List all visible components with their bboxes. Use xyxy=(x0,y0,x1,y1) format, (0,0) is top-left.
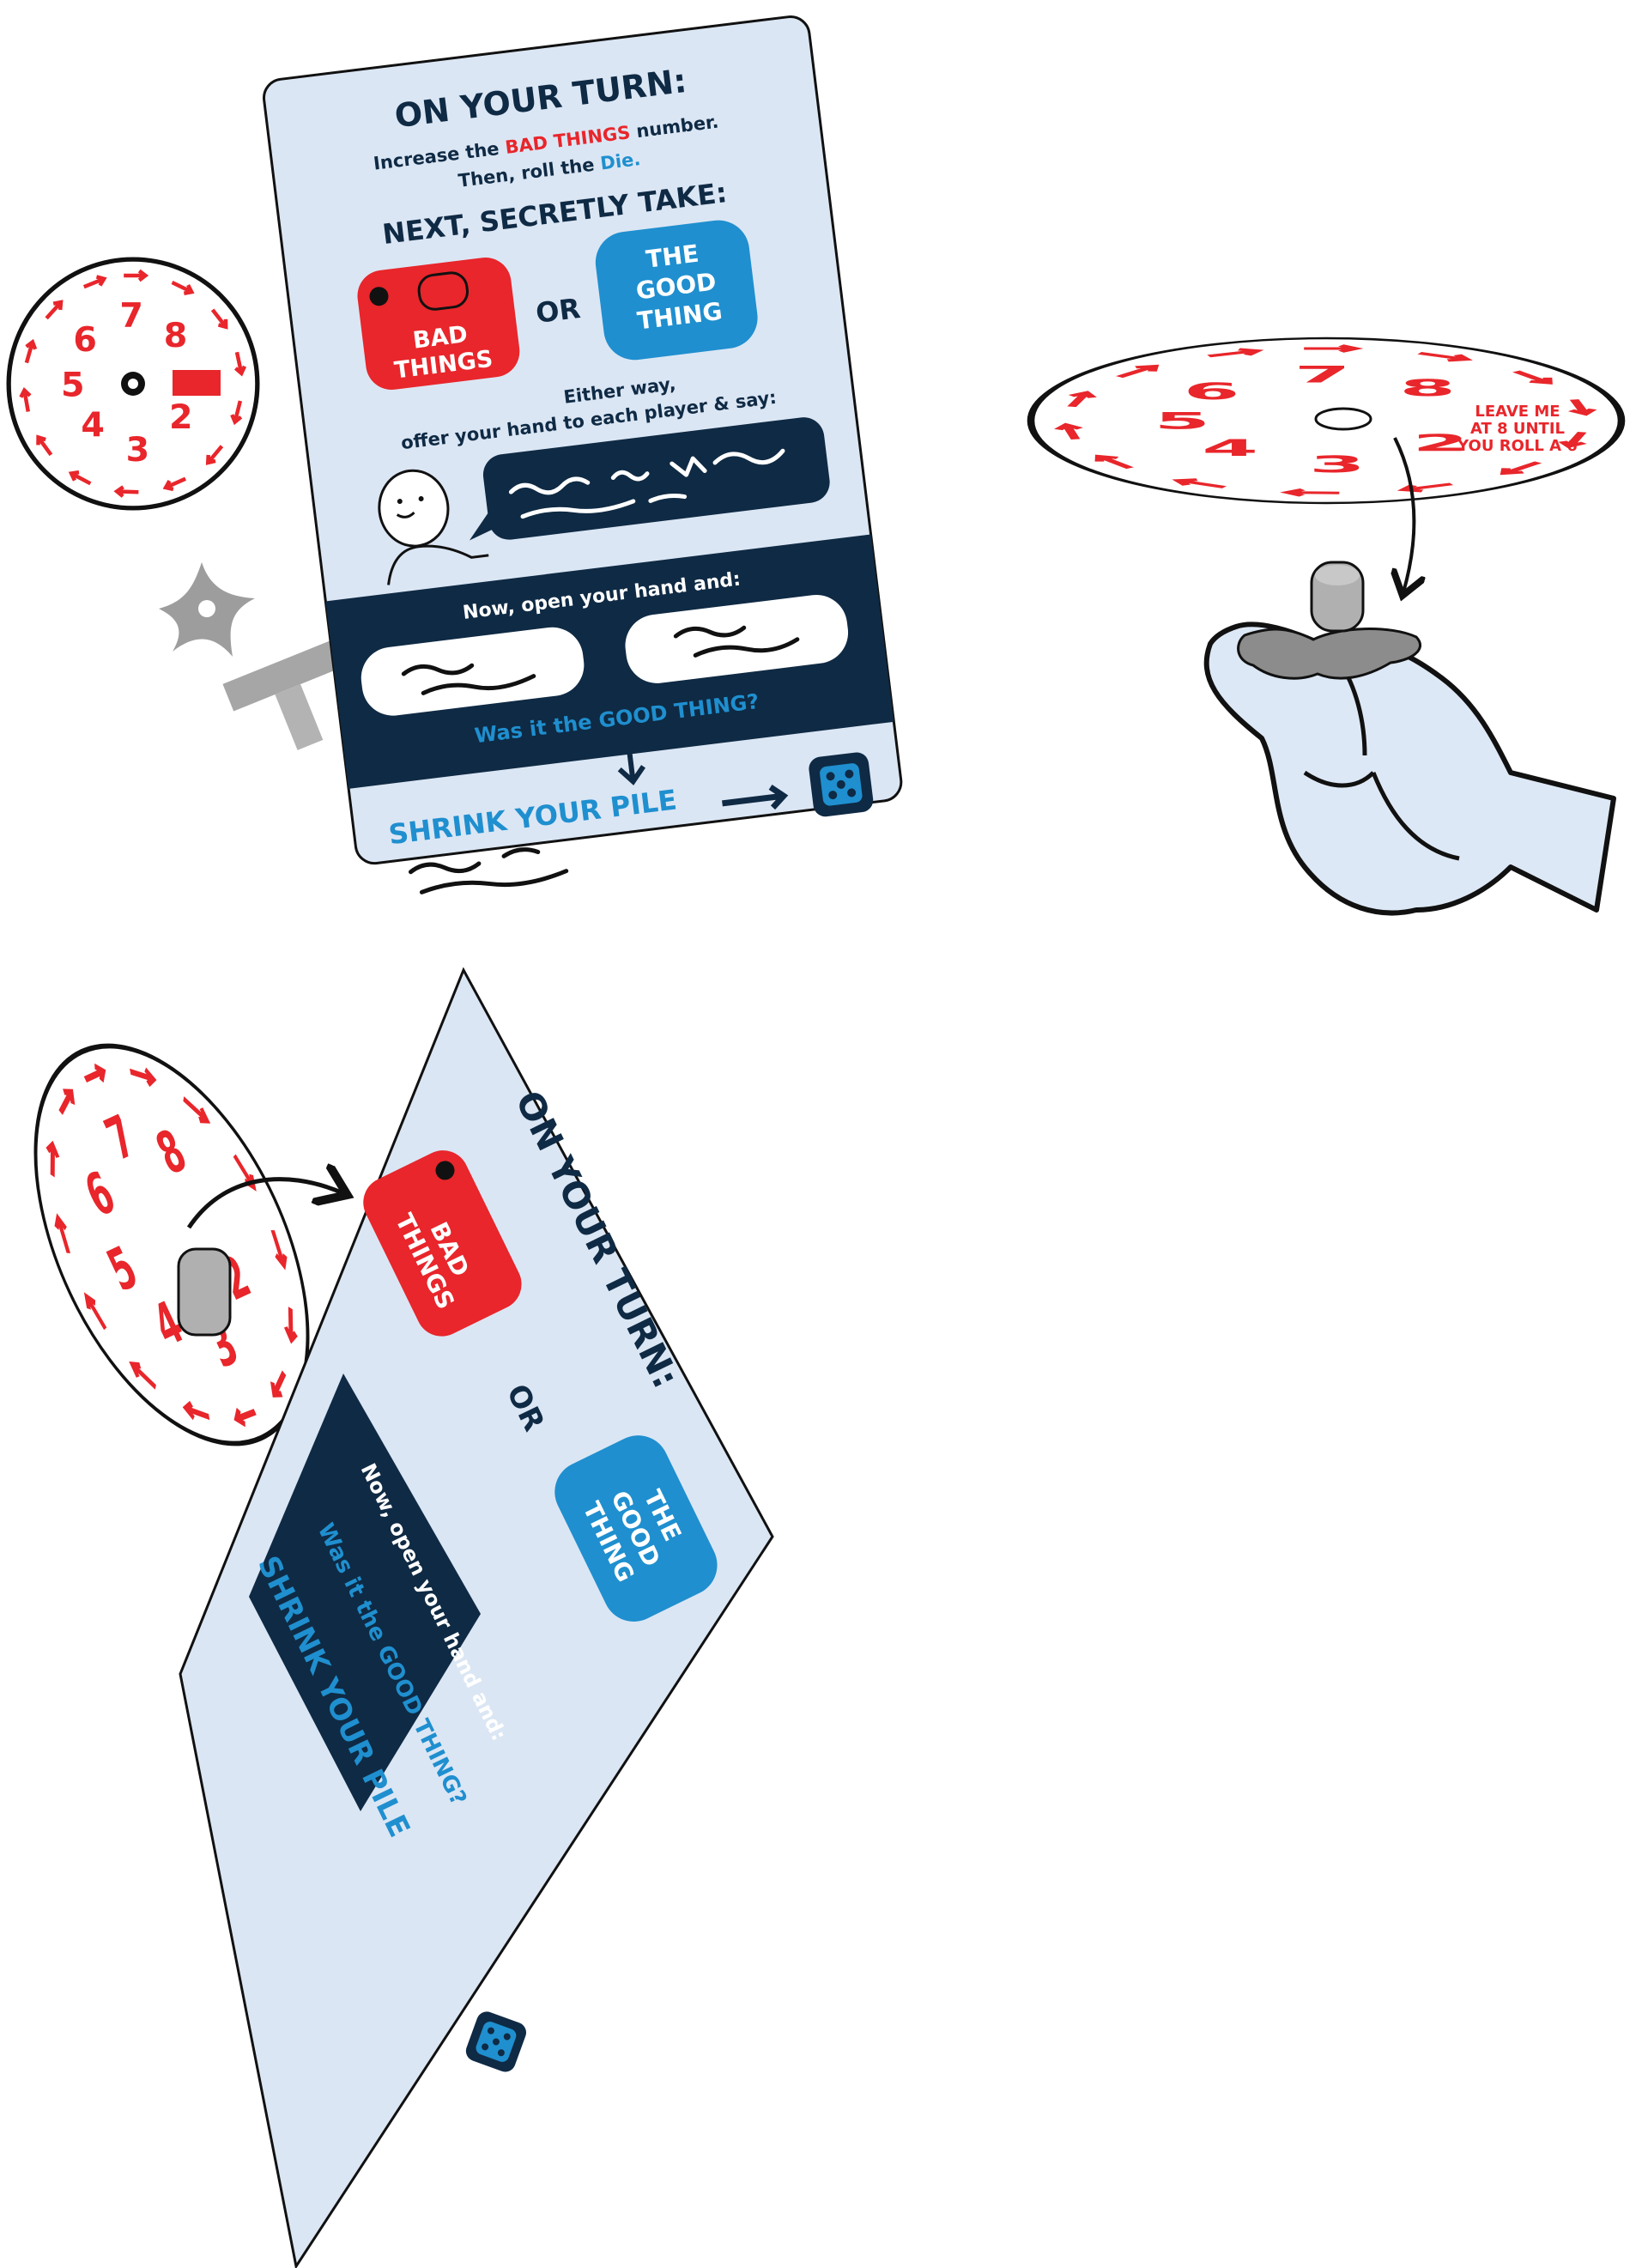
card-bottom-boxes xyxy=(409,847,569,894)
reference-card: ON YOUR TURN: Increase the BAD THINGS nu… xyxy=(263,15,903,865)
reference-card-perspective: ON YOUR TURN: BAD THINGS OR THE GOOD THI… xyxy=(179,967,774,2268)
die-icon-perspective xyxy=(465,2011,527,2072)
peg-spinning xyxy=(1237,561,1422,680)
peg-t-piece xyxy=(222,640,342,750)
peg-star-piece xyxy=(159,562,255,657)
dial-hole-icon xyxy=(1314,407,1372,431)
speech-bubble xyxy=(469,417,830,541)
dial-note-2: AT 8 UNTIL xyxy=(1470,420,1565,438)
dial-pointer-tab xyxy=(173,370,221,396)
dial-perspective xyxy=(0,1004,364,1485)
dial-spinning: LEAVE ME AT 8 UNTIL YOU ROLL A 6 xyxy=(1031,338,1621,592)
good-thing-box: THE GOOD THING xyxy=(595,220,758,361)
die-icon xyxy=(809,752,874,817)
navy-band-perspective xyxy=(249,1374,481,1811)
arrow-to-die-icon xyxy=(722,784,789,810)
good-label-1: THE xyxy=(645,240,700,274)
peg-perspective xyxy=(177,1247,232,1337)
bad-label-1: BAD xyxy=(411,321,469,355)
bad-things-box-perspective: BAD THINGS xyxy=(363,1150,522,1337)
dial-note-1: LEAVE ME xyxy=(1475,403,1560,421)
good-thing-box-perspective: THE GOOD THING xyxy=(554,1435,718,1622)
open-box-right xyxy=(625,594,849,683)
dial-note-3: YOU ROLL A 6 xyxy=(1457,437,1578,455)
attach-arrow-icon xyxy=(186,1179,343,1229)
or-label: OR xyxy=(534,292,582,330)
dial-flat xyxy=(6,257,260,511)
open-box-left xyxy=(360,627,585,716)
spin-arrow-icon xyxy=(1395,437,1414,592)
person-offering-icon xyxy=(378,469,489,585)
bad-things-box: BAD THINGS xyxy=(357,257,520,391)
